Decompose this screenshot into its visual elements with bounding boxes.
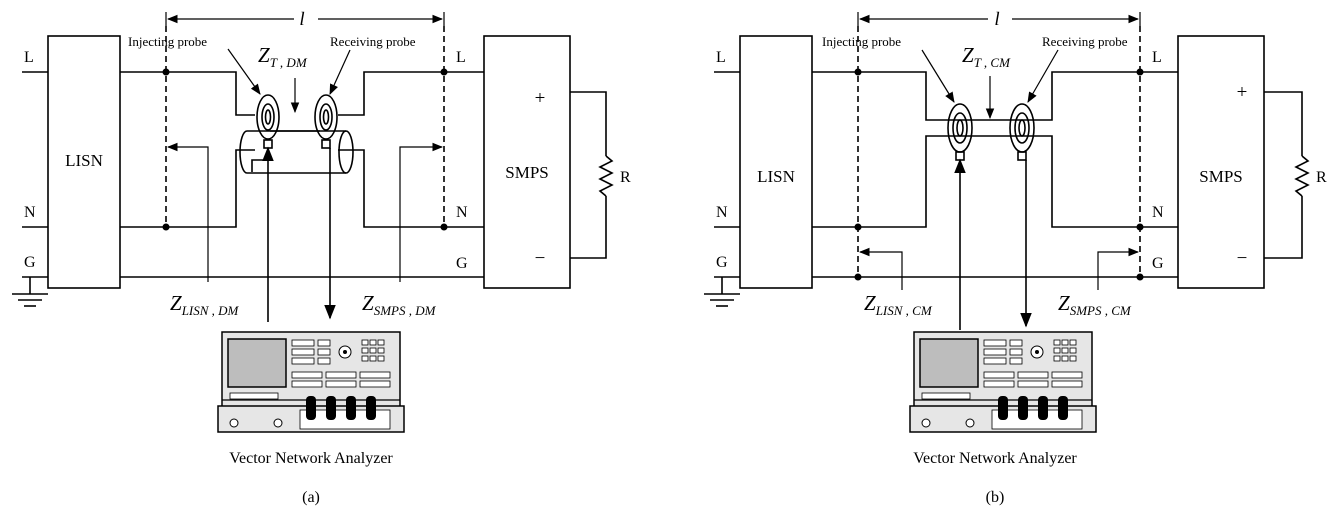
n-label-right: N	[1152, 204, 1164, 221]
smps-label: SMPS	[1199, 167, 1242, 186]
zt-label: ZT , CM	[962, 43, 1011, 70]
injecting-probe	[947, 103, 973, 161]
ground-symbol	[704, 277, 740, 307]
l-label-right: L	[456, 49, 466, 66]
resistor-label: R	[620, 169, 631, 186]
vna-label: Vector Network Analyzer	[913, 450, 1077, 467]
plus-sign: +	[535, 88, 546, 109]
n-label-left: N	[24, 204, 36, 221]
lisn-label: LISN	[757, 167, 795, 186]
lisn-label: LISN	[65, 151, 103, 170]
zsmps-label: ZSMPS , DM	[362, 291, 437, 318]
zlisn-label: ZLISN , CM	[864, 291, 933, 318]
resistor-label: R	[1316, 169, 1327, 186]
g-label-right: G	[456, 255, 468, 272]
n-label-right: N	[456, 204, 468, 221]
vector-network-analyzer	[217, 331, 405, 433]
receiving-probe	[314, 94, 338, 149]
ground-symbol	[12, 277, 48, 307]
caption-b: (b)	[986, 489, 1005, 506]
caption-a: (a)	[302, 489, 320, 506]
receiving-probe-label: Receiving probe	[330, 34, 416, 49]
lisn-box	[47, 35, 121, 289]
smps-box	[483, 35, 571, 289]
panel-a: l LISN SMPS L N G	[12, 9, 631, 506]
l-label-left: L	[716, 49, 726, 66]
zlisn-label: ZLISN , DM	[170, 291, 240, 318]
g-label-left: G	[716, 254, 728, 271]
l-label-left: L	[24, 49, 34, 66]
vector-network-analyzer	[909, 331, 1097, 433]
receiving-probe	[1009, 103, 1035, 161]
length-label: l	[299, 9, 304, 30]
length-label: l	[994, 9, 999, 30]
smps-label: SMPS	[505, 163, 548, 182]
zsmps-label: ZSMPS , CM	[1058, 291, 1132, 318]
n-label-left: N	[716, 204, 728, 221]
injecting-probe-label: Injecting probe	[822, 34, 901, 49]
minus-sign: −	[1237, 248, 1248, 269]
panel-b: l LISN SMPS L N G	[704, 9, 1327, 506]
minus-sign: −	[535, 248, 546, 269]
length-indicator-a: l	[165, 9, 445, 30]
g-label-left: G	[24, 254, 36, 271]
load-resistor	[570, 91, 614, 259]
vna-label: Vector Network Analyzer	[229, 450, 393, 467]
lisn-box	[739, 35, 813, 289]
load-resistor	[1264, 91, 1310, 259]
length-indicator-b: l	[857, 9, 1141, 30]
receiving-probe-label: Receiving probe	[1042, 34, 1128, 49]
g-label-right: G	[1152, 255, 1164, 272]
injecting-probe-label: Injecting probe	[128, 34, 207, 49]
plus-sign: +	[1237, 82, 1248, 103]
zt-label: ZT , DM	[258, 43, 308, 70]
smps-box	[1177, 35, 1265, 289]
injecting-probe	[256, 94, 280, 149]
l-label-right: L	[1152, 49, 1162, 66]
